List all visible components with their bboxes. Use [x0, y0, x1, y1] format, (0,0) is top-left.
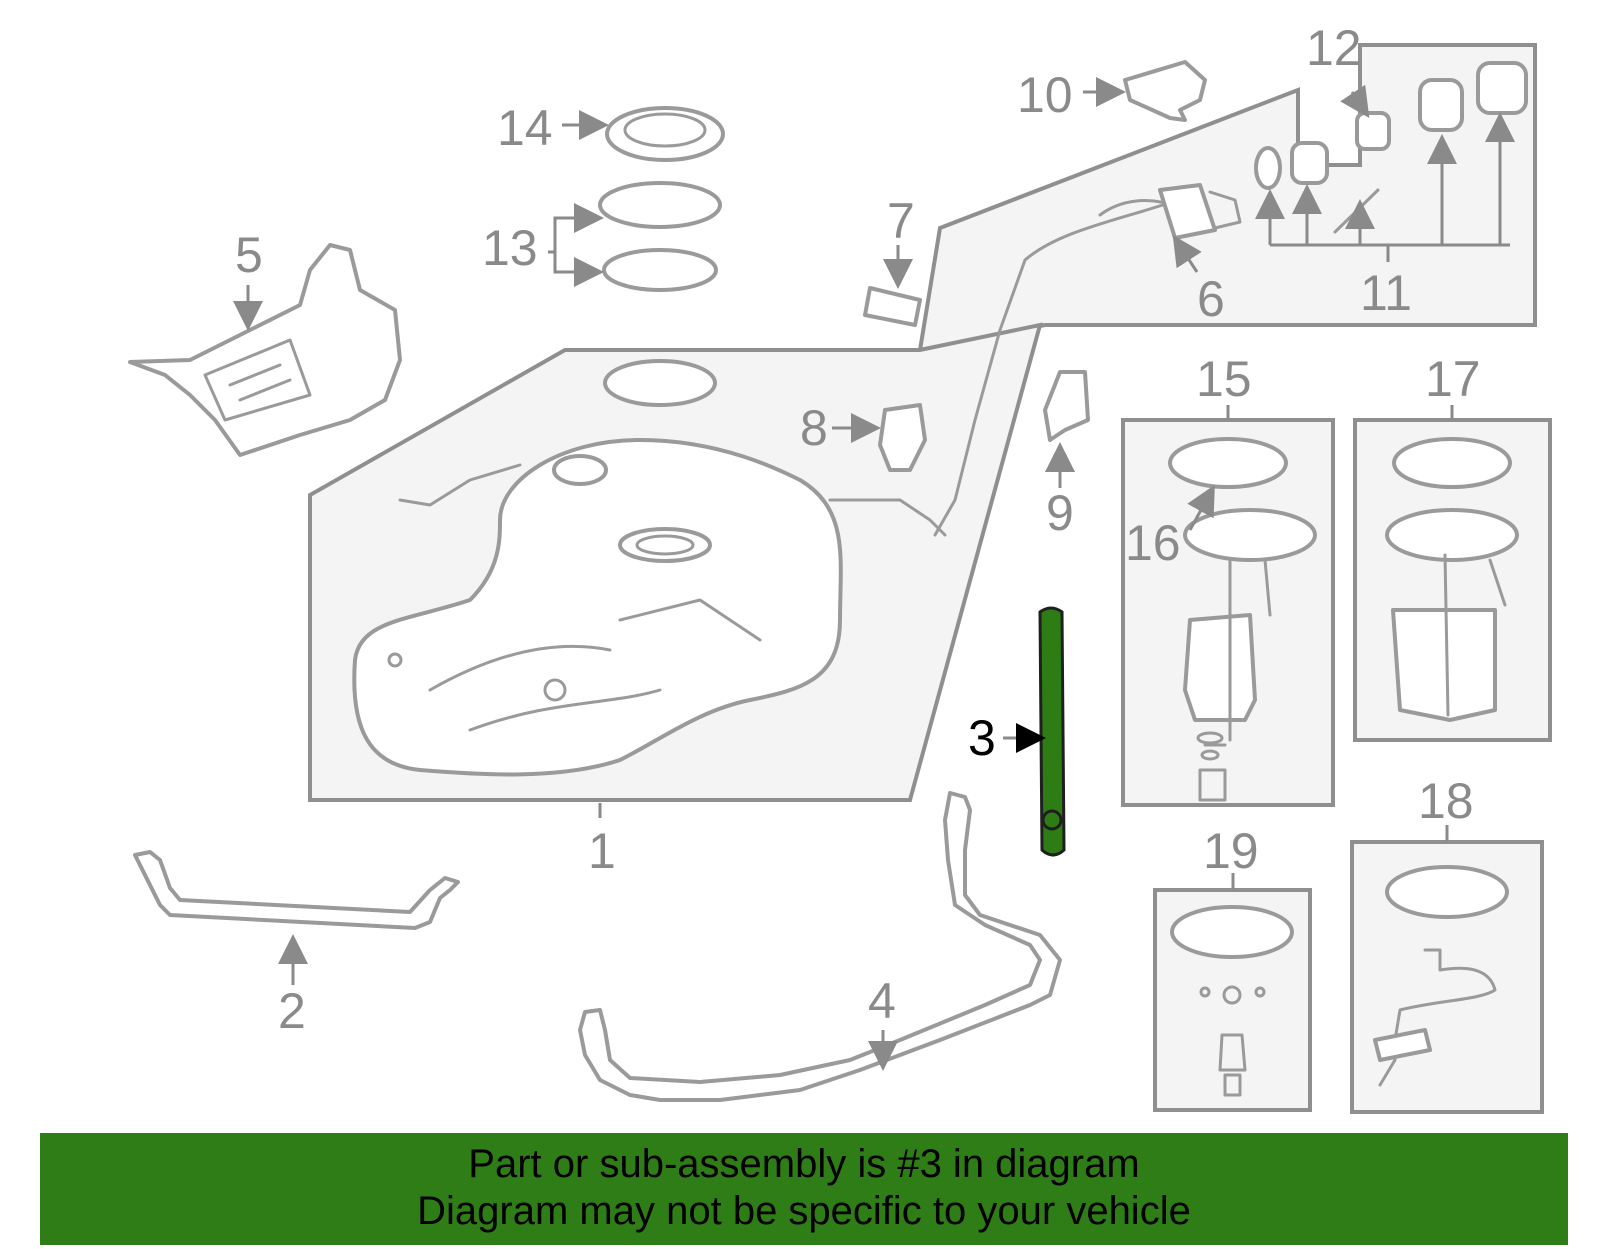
tank-gasket-part [602, 248, 718, 292]
highlighted-part-3 [1038, 606, 1066, 857]
valve-part-8 [878, 403, 927, 472]
callout-3: 3 [968, 710, 996, 766]
tank-strap-part-2 [133, 850, 460, 930]
callout-10: 10 [1017, 67, 1073, 123]
pump-module-part-15 [1168, 437, 1317, 802]
callout-5: 5 [235, 227, 263, 283]
callout-1: 1 [588, 823, 616, 879]
tank-opening-ring [603, 359, 717, 407]
callout-9: 9 [1046, 485, 1074, 541]
lock-ring-part [605, 106, 725, 162]
filler-neck-part [933, 183, 1242, 537]
pump-module-part-17 [1385, 437, 1519, 722]
callout-18: 18 [1418, 773, 1474, 829]
callout-13: 13 [482, 220, 538, 276]
sender-part-18 [1373, 865, 1509, 1087]
valve-part-10 [1123, 60, 1207, 122]
callout-8: 8 [800, 400, 828, 456]
callout-11: 11 [1360, 265, 1412, 321]
info-banner: Part or sub-assembly is #3 in diagram Di… [40, 1133, 1568, 1245]
callout-12: 12 [1306, 20, 1362, 76]
callout-7: 7 [887, 193, 915, 249]
banner-line-1: Part or sub-assembly is #3 in diagram [468, 1142, 1140, 1186]
callout-16: 16 [1125, 515, 1181, 571]
clip-part [863, 286, 922, 327]
cap-ring-part [1355, 111, 1391, 151]
banner-line-2: Diagram may not be specific to your vehi… [417, 1189, 1191, 1233]
callout-19: 19 [1203, 823, 1259, 879]
callout-2: 2 [278, 983, 306, 1039]
tank-strap-part-4 [578, 791, 1062, 1102]
callout-6: 6 [1197, 271, 1225, 327]
sender-part-19 [1170, 905, 1294, 1097]
callout-15: 15 [1196, 351, 1252, 407]
callout-17: 17 [1425, 351, 1481, 407]
pump-retainer-part [598, 181, 722, 229]
heat-shield-part [128, 243, 402, 457]
callout-4: 4 [868, 973, 896, 1029]
fuel-tank-part [352, 438, 947, 777]
bracket-part-9 [1043, 370, 1090, 442]
leader-lines [233, 77, 1515, 1071]
callout-14: 14 [497, 100, 553, 156]
